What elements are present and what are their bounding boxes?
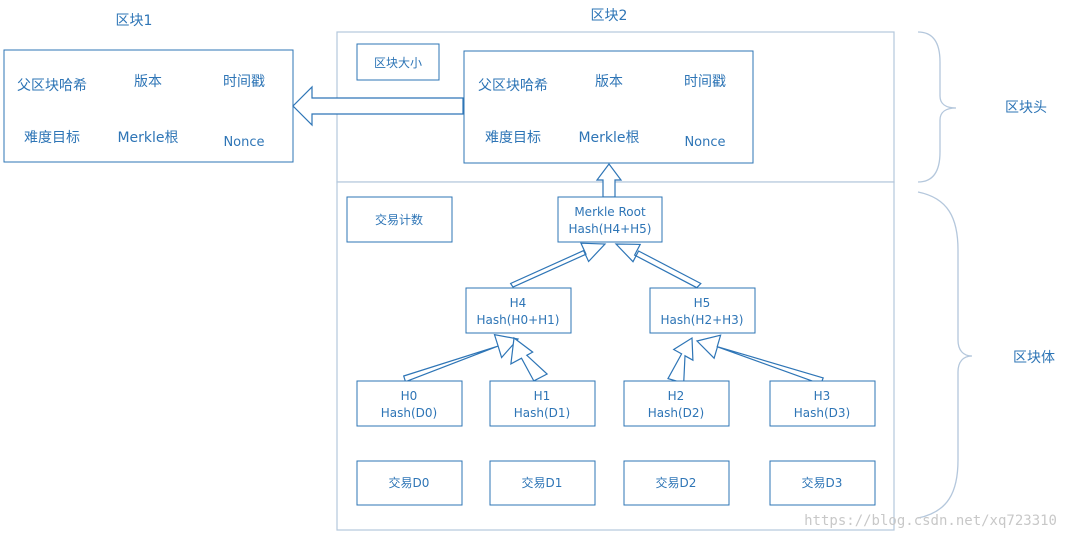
tx-d0-box	[356, 460, 463, 506]
merkle-root-line2: Hash(H4+H5)	[569, 222, 652, 236]
h0-line1: H0	[401, 389, 418, 403]
block1-title: 区块1	[116, 13, 153, 29]
arrow-h0-to-h4	[402, 333, 520, 383]
h0-node	[356, 380, 463, 427]
arrow-h4-to-root	[509, 242, 607, 288]
arrow-merkle-to-header	[595, 163, 623, 198]
arrow-h3-to-h5	[695, 334, 824, 385]
h1-node	[489, 380, 596, 427]
block2-parent-hash: 父区块哈希	[478, 78, 548, 94]
block-header-brace	[917, 31, 957, 183]
tx-count-label: 交易计数	[375, 212, 423, 227]
block-body-brace	[917, 191, 973, 519]
h5-line2: Hash(H2+H3)	[661, 313, 744, 327]
watermark-text: https://blog.csdn.net/xq723310	[804, 513, 1057, 529]
arrow-to-block1	[292, 85, 464, 127]
h1-line1: H1	[534, 389, 551, 403]
block-body-label: 区块体	[1013, 350, 1055, 366]
block1-header-box	[3, 49, 294, 163]
block1-nonce: Nonce	[223, 135, 264, 150]
block1-parent-hash: 父区块哈希	[17, 78, 87, 94]
block2-nonce: Nonce	[684, 135, 725, 150]
h5-line1: H5	[694, 296, 711, 310]
merkle-root-node	[557, 196, 663, 243]
merkle-root-line1: Merkle Root	[574, 205, 646, 219]
h0-line2: Hash(D0)	[381, 406, 437, 420]
h3-line2: Hash(D3)	[794, 406, 850, 420]
h4-line2: Hash(H0+H1)	[477, 313, 560, 327]
h5-node	[649, 287, 756, 334]
block2-size-label: 区块大小	[374, 56, 422, 70]
block2-difficulty: 难度目标	[485, 130, 541, 146]
block2-version: 版本	[595, 74, 623, 90]
block1-timestamp: 时间戳	[223, 74, 265, 90]
block1-difficulty: 难度目标	[24, 130, 80, 146]
tx-d3-label: 交易D3	[802, 475, 843, 490]
block1-merkle-root: Merkle根	[117, 130, 178, 146]
h3-node	[769, 380, 876, 427]
tx-d2-label: 交易D2	[656, 475, 697, 490]
h3-line1: H3	[814, 389, 831, 403]
tx-count-box	[346, 196, 453, 243]
tx-d1-label: 交易D1	[522, 475, 563, 490]
tx-d0-label: 交易D0	[389, 475, 430, 490]
tx-d1-box	[489, 460, 596, 506]
block2-size-box	[356, 43, 440, 81]
tx-d3-box	[769, 460, 876, 506]
block-header-label: 区块头	[1005, 100, 1047, 116]
h1-line2: Hash(D1)	[514, 406, 570, 420]
h4-node	[465, 287, 572, 334]
arrow-h5-to-root	[614, 243, 702, 289]
block1-version: 版本	[134, 74, 162, 90]
arrow-h2-to-h5	[667, 336, 694, 384]
h2-line1: H2	[668, 389, 685, 403]
h2-node	[623, 380, 730, 427]
block2-title: 区块2	[591, 8, 628, 24]
block2-header-box	[463, 50, 754, 164]
h4-line1: H4	[510, 296, 527, 310]
arrow-h1-to-h4	[510, 336, 549, 382]
block2-merkle-root: Merkle根	[578, 130, 639, 146]
tx-d2-box	[623, 460, 730, 506]
h2-line2: Hash(D2)	[648, 406, 704, 420]
block2-timestamp: 时间戳	[684, 74, 726, 90]
